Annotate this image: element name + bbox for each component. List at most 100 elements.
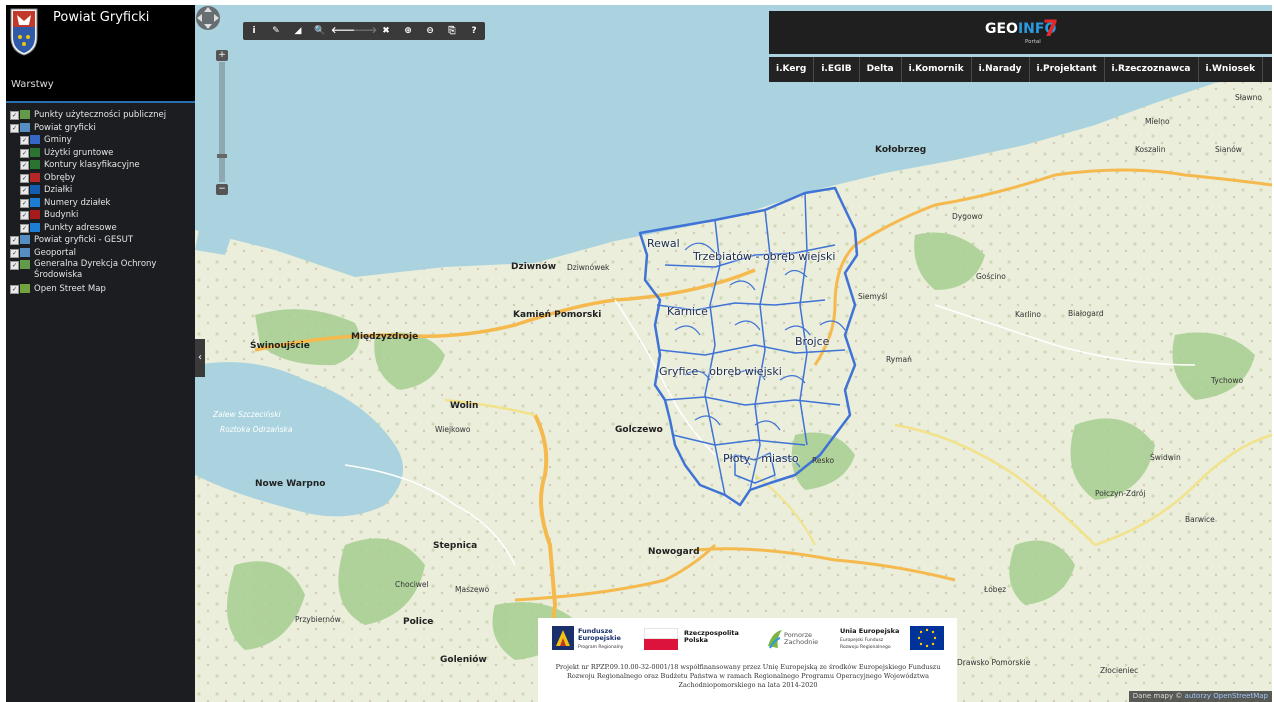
sidebar: Powiat Gryficki Warstwy ✓Punkty użyteczn…	[6, 5, 195, 702]
region-label: Brojce	[795, 335, 830, 348]
back-button[interactable]: 🡐	[331, 26, 356, 36]
layer-item[interactable]: ✓ Punkty adresowe	[6, 222, 195, 235]
layer-checkbox[interactable]: ✓	[10, 285, 19, 294]
export-button[interactable]: ⎘	[448, 26, 456, 36]
zoom-in-button[interactable]: +	[216, 50, 228, 61]
layer-label: Działki	[44, 185, 73, 195]
town-label: Sianów	[1215, 145, 1242, 154]
measure-button[interactable]: ◢	[294, 26, 302, 36]
eu-funding-banner: Fundusze Europejskie Program Regionalny …	[538, 618, 957, 702]
layer-label: Powiat gryficki	[34, 122, 96, 133]
region-label: Trzebiatów - obręb wiejski	[693, 250, 836, 263]
layer-item[interactable]: ✓ Kontury klasyfikacyjne	[6, 159, 195, 172]
region-label: Karnice	[667, 305, 708, 318]
zoom-out-button[interactable]: −	[216, 184, 228, 195]
layer-item[interactable]: ✓ Działki	[6, 184, 195, 197]
search-button[interactable]: 🔍	[314, 26, 326, 36]
layer-item[interactable]: ✓ Powiat gryficki	[6, 122, 195, 135]
layer-checkbox[interactable]: ✓	[20, 173, 29, 183]
layer-checkbox[interactable]: ✓	[10, 248, 19, 258]
layer-item[interactable]: ✓ Użytki gruntowe	[6, 147, 195, 160]
draw-button[interactable]: ✎	[272, 26, 280, 36]
nav-item[interactable]: i.Komornik	[902, 57, 972, 82]
polygon-icon	[30, 185, 40, 194]
layer-item[interactable]: ✓ Geoportal	[6, 247, 195, 260]
eu-flag-icon	[910, 626, 944, 650]
layer-label: Budynki	[44, 210, 79, 220]
layer-checkbox[interactable]: ✓	[10, 111, 19, 120]
poi-icon	[20, 110, 30, 119]
layer-checkbox[interactable]: ✓	[10, 236, 19, 245]
layer-checkbox[interactable]: ✓	[20, 198, 29, 208]
layer-label: Punkty adresowe	[44, 222, 117, 233]
layer-label: Obręby	[44, 172, 76, 183]
nav-item[interactable]: i.Projektant	[1030, 57, 1105, 82]
logo-number: 7	[1043, 17, 1059, 42]
help-button[interactable]: ?	[471, 26, 477, 36]
nav-item[interactable]: i.Wniosek	[1199, 57, 1264, 82]
zoom-slider[interactable]	[219, 62, 225, 182]
layer-checkbox[interactable]: ✓	[20, 211, 29, 220]
lagoon-area	[195, 362, 403, 517]
layer-item[interactable]: ✓ Gminy	[6, 134, 195, 147]
app-title: Powiat Gryficki	[53, 10, 150, 25]
layer-label: Geoportal	[34, 247, 77, 258]
forest-areas	[227, 232, 1255, 660]
layer-checkbox[interactable]: ✓	[10, 261, 19, 270]
town-label: Chociwel	[395, 580, 429, 589]
county-boundary-layer	[638, 186, 859, 507]
map-canvas[interactable]	[195, 5, 1272, 702]
region-label: Płoty - miasto	[723, 452, 799, 465]
town-label: Wiejkowo	[435, 425, 471, 434]
polygon-icon	[30, 172, 40, 182]
layer-tree: ✓Punkty użyteczności publicznej✓Powiat g…	[6, 103, 195, 296]
layer-checkbox[interactable]: ✓	[20, 161, 29, 170]
info-button[interactable]: i	[252, 26, 256, 36]
attribution-link[interactable]: autorzy OpenStreetMap	[1184, 692, 1268, 700]
layer-label: Gminy	[44, 135, 72, 145]
forward-button[interactable]: 🡒	[353, 26, 378, 36]
layer-checkbox[interactable]: ✓	[20, 186, 29, 195]
sidebar-header: Powiat Gryficki	[6, 5, 195, 71]
zoom-in-tool-button[interactable]: ⊕	[404, 26, 412, 36]
layer-item[interactable]: ✓Numery działek	[6, 197, 195, 210]
collapse-sidebar-button[interactable]: ‹	[195, 339, 205, 377]
pan-control[interactable]	[195, 5, 221, 31]
town-label: Mielno	[1145, 117, 1170, 126]
layer-item[interactable]: ✓Powiat gryficki - GESUT	[6, 234, 195, 247]
town-label: Dziwnówek	[567, 263, 610, 272]
zoom-out-tool-button[interactable]: ⊖	[426, 26, 434, 36]
layer-item[interactable]: ✓Punkty użyteczności publicznej	[6, 109, 195, 122]
layers-header-label: Warstwy	[11, 79, 54, 90]
nav-item[interactable]: i.Narady	[972, 57, 1030, 82]
layer-item[interactable]: ✓ Generalna Dyrekcja Ochrony Środowiska	[6, 259, 195, 283]
layer-label: Użytki gruntowe	[44, 147, 114, 158]
town-label: Siemyśl	[858, 292, 888, 301]
layer-label: Kontury klasyfikacyjne	[44, 160, 140, 170]
layer-checkbox[interactable]: ✓	[20, 148, 29, 158]
water-label: Roztoka Odrzańska	[220, 425, 293, 434]
zoom-slider-handle[interactable]	[217, 153, 227, 158]
town-label: Drawsko Pomorskie	[957, 658, 1031, 667]
number-icon	[30, 197, 40, 207]
line-icon	[30, 135, 40, 144]
town-label: Białogard	[1068, 309, 1104, 318]
layer-checkbox[interactable]: ✓	[10, 123, 19, 133]
nav-item[interactable]: i.EGIB	[814, 57, 860, 82]
address-icon	[30, 222, 40, 232]
roads	[254, 168, 1272, 702]
town-label: Police	[403, 617, 434, 627]
layer-item[interactable]: ✓ Obręby	[6, 172, 195, 185]
nav-item[interactable]: i.Kerg	[769, 57, 815, 82]
layer-item[interactable]: ✓ Budynki	[6, 209, 195, 222]
layer-checkbox[interactable]: ✓	[20, 223, 29, 233]
layer-checkbox[interactable]: ✓	[20, 136, 29, 145]
nav-item[interactable]: Delta	[860, 57, 902, 82]
full-extent-button[interactable]: ✖	[382, 26, 390, 36]
town-label: Koszalin	[1135, 145, 1166, 154]
layer-item[interactable]: ✓Open Street Map	[6, 283, 195, 296]
layer-label: Generalna Dyrekcja Ochrony Środowiska	[34, 259, 157, 280]
nav-item[interactable]: i.Rzeczoznawca	[1105, 57, 1199, 82]
